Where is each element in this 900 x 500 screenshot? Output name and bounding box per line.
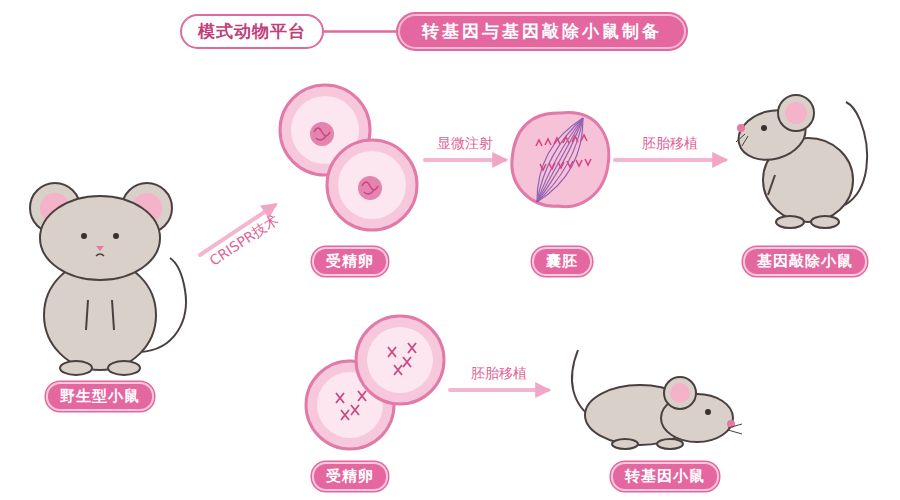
- knockout-mouse-part: [778, 95, 814, 131]
- label-pill-holder: 基因敲除小鼠: [743, 247, 867, 276]
- blastocyst-part-part: [536, 140, 542, 146]
- stage-label: 野生型小鼠: [46, 382, 154, 411]
- fertilized-egg-part-part: [403, 357, 411, 367]
- knockout-mouse-part: [785, 102, 807, 124]
- blastocyst-part: [512, 112, 609, 206]
- fertilized-egg-part-part: [394, 365, 402, 375]
- knockout-mouse-part: [768, 175, 775, 195]
- wild-mouse-part: [86, 300, 114, 330]
- stage-figure: 受精卵: [275, 80, 425, 280]
- fertilized-egg-part-part: [358, 391, 366, 401]
- blastocyst-part-part: [572, 136, 578, 142]
- blastocyst-part-part: [537, 118, 583, 202]
- blastocyst-part-part: [537, 118, 583, 202]
- transgenic-mouse-part: [728, 424, 742, 434]
- knockout-mouse-part: [736, 134, 748, 146]
- fertilized-egg: [306, 316, 444, 449]
- wild-mouse-part: [96, 254, 104, 256]
- header-link: [324, 30, 398, 33]
- blastocyst-part-part: [558, 162, 564, 168]
- knockout-mouse-part: [761, 125, 767, 131]
- header-pill: 转基因与基因敲除小鼠制备: [398, 14, 686, 49]
- fertilized-egg-part: [356, 316, 444, 404]
- wild-mouse-part: [40, 196, 160, 280]
- step-label: 胚胎移植: [642, 135, 698, 153]
- fertilized-egg-part: [358, 176, 382, 200]
- stage-label: 受精卵: [312, 462, 388, 491]
- blastocyst-part-part: [537, 118, 583, 202]
- knockout-mouse: [733, 95, 867, 228]
- step-arrow: [425, 158, 505, 162]
- stage-figure: 囊胚: [505, 105, 615, 280]
- fertilized-egg-part: [314, 128, 330, 140]
- blastocyst-part: [537, 118, 583, 202]
- stage-figure: 基因敲除小鼠: [725, 95, 880, 280]
- header-text: 模式动物平台: [198, 21, 306, 41]
- stage-label: 受精卵: [312, 247, 388, 276]
- label-pill-holder: 受精卵: [312, 462, 388, 491]
- fertilized-egg-part: [327, 140, 417, 230]
- blastocyst-part-part: [545, 139, 551, 145]
- step-label: 显微注射: [437, 135, 493, 153]
- step-label: 胚胎移植: [471, 365, 527, 383]
- stage-figure: 转基因小鼠: [548, 335, 748, 495]
- fertilized-egg-part: [338, 151, 406, 219]
- fertilized-egg-part-part: [351, 405, 359, 415]
- knockout-mouse-part: [811, 216, 839, 228]
- header-text: 转基因与基因敲除小鼠制备: [422, 21, 662, 41]
- fertilized-egg-part-part: [336, 393, 344, 403]
- wild-mouse-part: [81, 233, 87, 239]
- blastocyst-part-part: [576, 160, 582, 166]
- blastocyst-part-part: [540, 164, 546, 170]
- knockout-mouse-part: [776, 216, 804, 228]
- transgenic-mouse-part: [670, 383, 690, 403]
- transgenic-mouse-part: [657, 439, 683, 449]
- label-pill-holder: 野生型小鼠: [46, 382, 154, 411]
- fertilized-egg-part-part: [408, 343, 416, 353]
- wild-mouse: [30, 183, 186, 375]
- stage-figure: 野生型小鼠: [20, 180, 200, 415]
- blastocyst-part-part: [549, 163, 555, 169]
- blastocyst-part-part: [537, 118, 583, 202]
- blastocyst-part-part: [537, 118, 583, 202]
- transgenic-mouse-part: [664, 377, 696, 409]
- wild-mouse-part: [96, 246, 104, 251]
- transgenic-mouse-part: [612, 439, 638, 449]
- label-pill-holder: 囊胚: [532, 247, 592, 276]
- blastocyst-part-part: [581, 135, 587, 141]
- step-label: CRISPR技术: [207, 211, 282, 270]
- blastocyst-part-part: [563, 137, 569, 143]
- wild-mouse-part: [60, 361, 92, 375]
- header-pill: 模式动物平台: [180, 14, 324, 49]
- fertilized-egg-part: [336, 343, 416, 420]
- fertilized-egg-part: [367, 327, 433, 393]
- label-pill-holder: 受精卵: [312, 247, 388, 276]
- step-arrow: [615, 158, 725, 162]
- fertilized-egg-part-part: [388, 347, 396, 357]
- fertilized-egg-part: [362, 182, 378, 194]
- stage-figure: 受精卵: [300, 308, 450, 495]
- stage-label: 转基因小鼠: [611, 462, 719, 491]
- transgenic-mouse: [572, 350, 742, 449]
- step-arrow: [450, 388, 548, 392]
- blastocyst-part-part: [585, 159, 591, 165]
- label-pill-holder: 转基因小鼠: [611, 462, 719, 491]
- blastocyst: [512, 112, 609, 206]
- transgenic-mouse-part: [705, 409, 711, 415]
- blastocyst-part-part: [537, 118, 583, 202]
- wild-mouse-part: [108, 361, 140, 375]
- stage-label: 囊胚: [532, 247, 592, 276]
- blastocyst-part-part: [554, 138, 560, 144]
- blastocyst-part: [536, 135, 591, 170]
- blastocyst-part-part: [567, 161, 573, 167]
- fertilized-egg-part: [310, 122, 334, 146]
- fertilized-egg-part-part: [341, 410, 349, 420]
- knockout-mouse-part: [737, 124, 745, 132]
- blastocyst-part-part: [537, 118, 583, 202]
- fertilized-egg: [280, 85, 417, 230]
- wild-mouse-part: [113, 233, 119, 239]
- stage-label: 基因敲除小鼠: [743, 247, 867, 276]
